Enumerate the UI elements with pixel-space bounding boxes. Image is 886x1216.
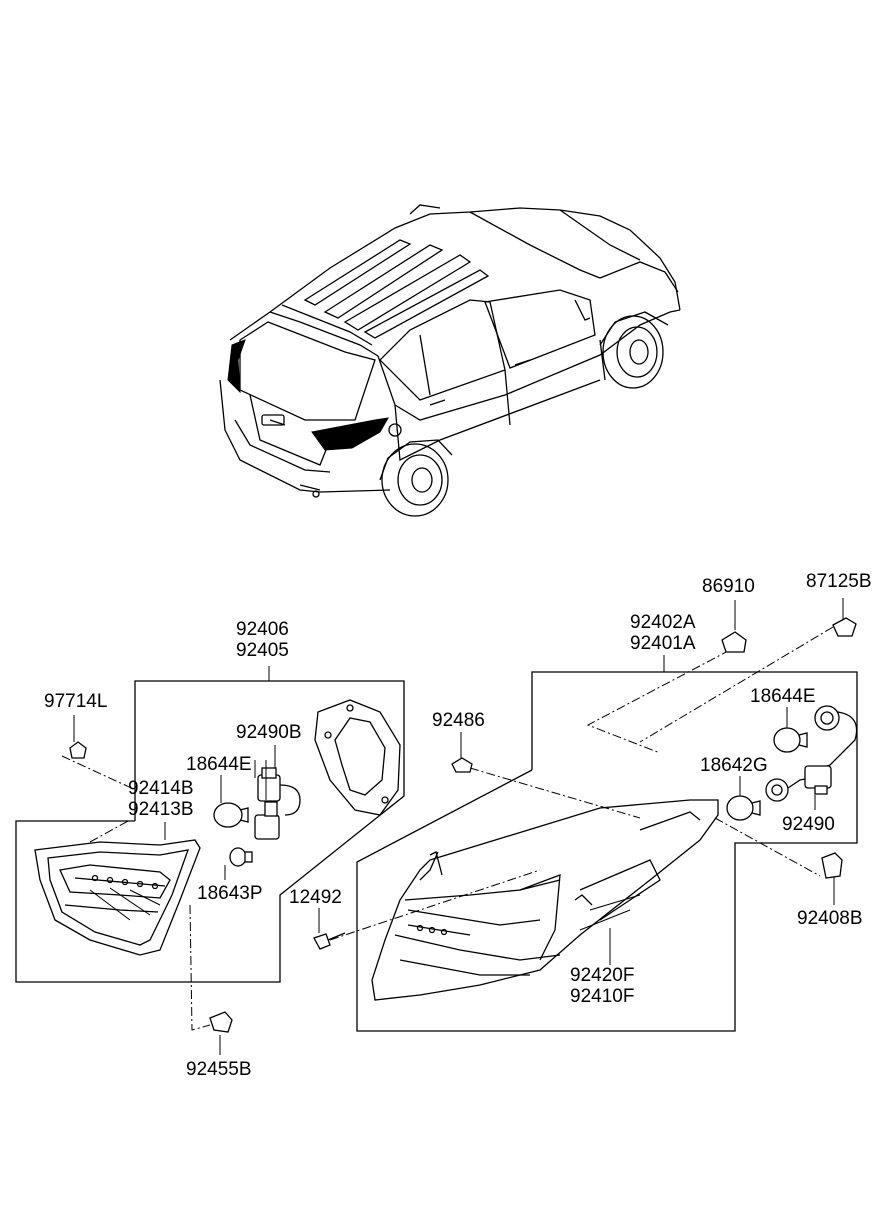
label-92408B: 92408B	[797, 908, 863, 929]
inner-lamp-assembly	[15, 666, 405, 1055]
label-92410F: 92410F	[570, 986, 635, 1007]
label-18643P: 18643P	[197, 883, 263, 904]
label-92490: 92490	[782, 814, 835, 835]
label-12492: 12492	[289, 887, 342, 908]
outer-lamp-assembly	[313, 598, 858, 1032]
label-92414B: 92414B	[128, 778, 194, 799]
label-87125B: 87125B	[806, 571, 872, 592]
label-97714L: 97714L	[44, 691, 108, 712]
label-18642G: 18642G	[700, 755, 768, 776]
label-92413B: 92413B	[128, 799, 194, 820]
label-92490B: 92490B	[236, 722, 302, 743]
label-92401A: 92401A	[630, 633, 696, 654]
label-86910: 86910	[702, 576, 755, 597]
vehicle-illustration	[219, 204, 681, 517]
label-92455B: 92455B	[186, 1059, 252, 1080]
label-18644E-right: 18644E	[750, 686, 816, 707]
label-92402A: 92402A	[630, 612, 696, 633]
label-92486: 92486	[432, 710, 485, 731]
label-92405: 92405	[236, 640, 289, 661]
label-18644E-left: 18644E	[186, 754, 252, 775]
label-92420F: 92420F	[570, 965, 635, 986]
label-92406: 92406	[236, 619, 289, 640]
